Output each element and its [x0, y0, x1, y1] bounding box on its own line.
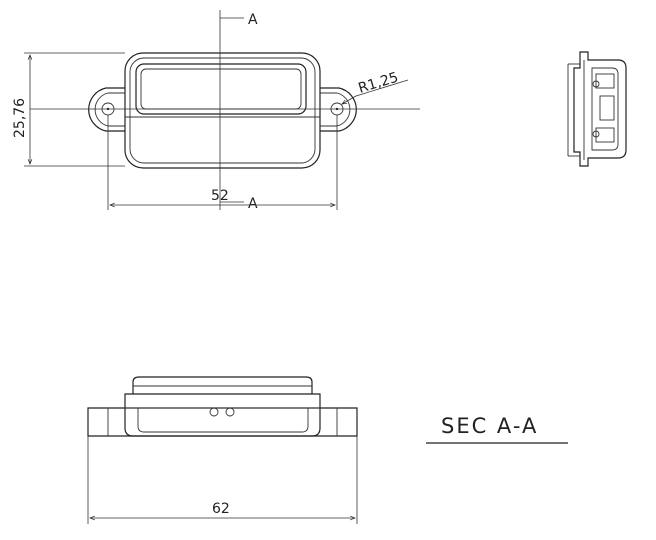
housing-body — [124, 393, 321, 437]
section-mark-top-label: A — [248, 12, 258, 28]
right-mounting-ear — [320, 87, 357, 132]
left-mounting-ear — [88, 87, 125, 132]
bottom-section-view: 62 — [87, 376, 358, 524]
opening-inner — [140, 68, 302, 110]
height-dimension-label: 25,76 — [12, 98, 28, 138]
housing-inner-wall — [129, 57, 316, 164]
pin-right — [225, 407, 235, 417]
housing-inner-curve — [137, 408, 309, 433]
side-contact-block-bottom — [595, 127, 615, 143]
radius-label: R1,25 — [356, 70, 400, 97]
radius-shelf — [355, 79, 409, 97]
top-rim — [132, 376, 313, 394]
section-title: SEC A-A — [441, 414, 538, 438]
side-pin-top — [592, 80, 600, 88]
width-dimension-label: 52 — [211, 188, 229, 204]
section-title-block: SEC A-A — [426, 414, 568, 444]
housing-outer — [124, 52, 321, 169]
side-section-view — [567, 51, 627, 167]
side-outer-profile — [573, 51, 627, 167]
front-view: A A 25,76 52 R1,25 — [12, 10, 420, 212]
side-pin-bottom — [592, 130, 600, 138]
overall-dimension-label: 62 — [212, 501, 230, 517]
radius-leader — [341, 95, 357, 105]
right-ear-inner — [320, 92, 351, 127]
section-mark-bottom-label: A — [248, 196, 258, 212]
pin-left — [209, 407, 219, 417]
opening-outer — [135, 63, 307, 115]
left-ear-inner — [94, 92, 125, 127]
side-inner-cavity — [591, 67, 619, 151]
side-contact-block-mid — [599, 95, 615, 121]
